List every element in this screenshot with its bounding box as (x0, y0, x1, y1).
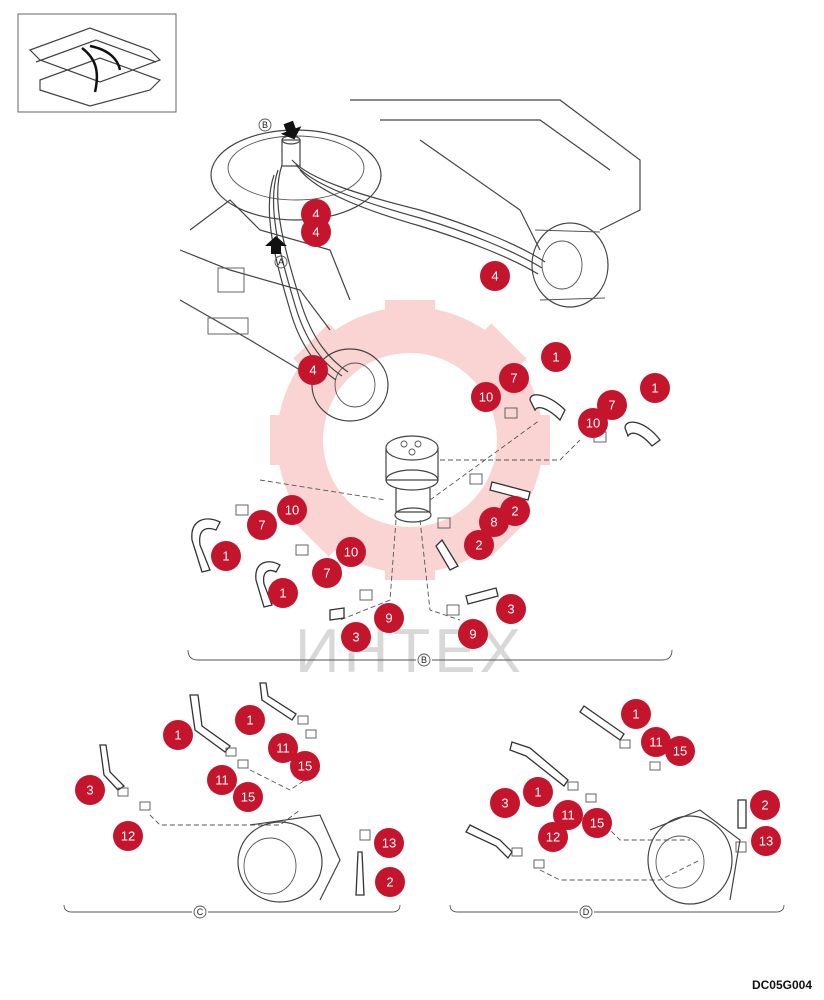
callout-2: 2 (375, 867, 405, 897)
callout-label: 9 (385, 611, 392, 626)
view-d-label: D (583, 907, 590, 917)
callout-label: 7 (258, 518, 265, 533)
callout-label: 10 (479, 390, 493, 405)
callout-11: 11 (641, 727, 671, 757)
callout-11: 11 (207, 765, 237, 795)
callout-label: 3 (501, 796, 508, 811)
callout-label: 2 (475, 538, 482, 553)
callout-15: 15 (665, 736, 695, 766)
callout-3: 3 (496, 594, 526, 624)
view-c-label: C (197, 907, 204, 917)
callout-label: 13 (382, 836, 396, 851)
callout-label: 11 (276, 741, 290, 756)
callout-12: 12 (538, 822, 568, 852)
callout-15: 15 (290, 751, 320, 781)
callout-label: 2 (761, 798, 768, 813)
callout-4: 4 (480, 261, 510, 291)
callout-label: 2 (511, 504, 518, 519)
callout-7: 7 (247, 510, 277, 540)
callout-1: 1 (621, 699, 651, 729)
callout-label: 1 (534, 785, 541, 800)
arrow-b-label: B (262, 120, 268, 130)
callout-3: 3 (490, 788, 520, 818)
callout-1: 1 (268, 578, 298, 608)
callout-label: 1 (279, 586, 286, 601)
callout-label: 4 (312, 207, 319, 222)
callout-label: 4 (491, 269, 498, 284)
callout-10: 10 (277, 495, 307, 525)
callout-label: 12 (546, 830, 560, 845)
callout-label: 9 (469, 627, 476, 642)
callout-label: 1 (651, 381, 658, 396)
callout-3: 3 (341, 622, 371, 652)
callout-7: 7 (312, 558, 342, 588)
callout-label: 12 (121, 829, 135, 844)
view-c-drawing (99, 682, 371, 903)
callout-15: 15 (233, 782, 263, 812)
callout-1: 1 (640, 373, 670, 403)
callout-2: 2 (500, 496, 530, 526)
callout-2: 2 (464, 530, 494, 560)
callout-label: 8 (490, 515, 497, 530)
callout-1: 1 (211, 541, 241, 571)
view-d-drawing (465, 705, 747, 905)
callout-4: 4 (298, 355, 328, 385)
callout-1: 1 (541, 342, 571, 372)
callout-label: 4 (309, 363, 316, 378)
callout-label: 4 (312, 225, 319, 240)
callout-12: 12 (113, 821, 143, 851)
callout-label: 3 (86, 783, 93, 798)
callout-13: 13 (374, 828, 404, 858)
callout-label: 3 (507, 602, 514, 617)
callout-11: 11 (553, 800, 583, 830)
inset-thumbnail (17, 13, 177, 113)
callout-15: 15 (582, 808, 612, 838)
callout-10: 10 (336, 537, 366, 567)
callout-1: 1 (235, 705, 265, 735)
callout-label: 15 (590, 816, 604, 831)
callout-2: 2 (750, 790, 780, 820)
callout-label: 11 (649, 735, 663, 750)
callout-label: 10 (344, 545, 358, 560)
callout-group: 4444171017101071107182239931111153111512… (75, 199, 781, 897)
callout-label: 1 (632, 707, 639, 722)
view-b-label: B (421, 655, 427, 665)
callout-1: 1 (163, 720, 193, 750)
watermark-text: ИНТЕХ (295, 617, 525, 686)
callout-7: 7 (597, 390, 627, 420)
callout-label: 2 (386, 875, 393, 890)
arrow-a-label: A (278, 257, 284, 267)
callout-11: 11 (268, 733, 298, 763)
callout-label: 7 (510, 371, 517, 386)
callout-10: 10 (578, 408, 608, 438)
callout-label: 1 (222, 549, 229, 564)
callout-9: 9 (458, 619, 488, 649)
callout-7: 7 (499, 363, 529, 393)
callout-label: 7 (323, 566, 330, 581)
watermark-gear-icon (270, 300, 550, 580)
callout-label: 10 (285, 503, 299, 518)
callout-3: 3 (75, 775, 105, 805)
callout-label: 15 (298, 759, 312, 774)
callout-13: 13 (751, 826, 781, 856)
callout-10: 10 (471, 382, 501, 412)
callout-label: 1 (246, 713, 253, 728)
swivel-joint-drawing (191, 394, 661, 621)
callout-label: 11 (561, 808, 575, 823)
callout-label: 13 (759, 834, 773, 849)
callout-label: 15 (673, 744, 687, 759)
callout-9: 9 (374, 603, 404, 633)
undercarriage-drawing (179, 99, 641, 422)
callout-1: 1 (523, 777, 553, 807)
callout-label: 10 (586, 416, 600, 431)
callout-4: 4 (301, 217, 331, 247)
callout-label: 1 (174, 728, 181, 743)
drawing-code: DC05G004 (751, 978, 812, 992)
callout-label: 1 (552, 350, 559, 365)
callout-label: 11 (215, 773, 229, 788)
callout-label: 15 (241, 790, 255, 805)
callout-label: 3 (352, 630, 359, 645)
callout-label: 7 (608, 398, 615, 413)
